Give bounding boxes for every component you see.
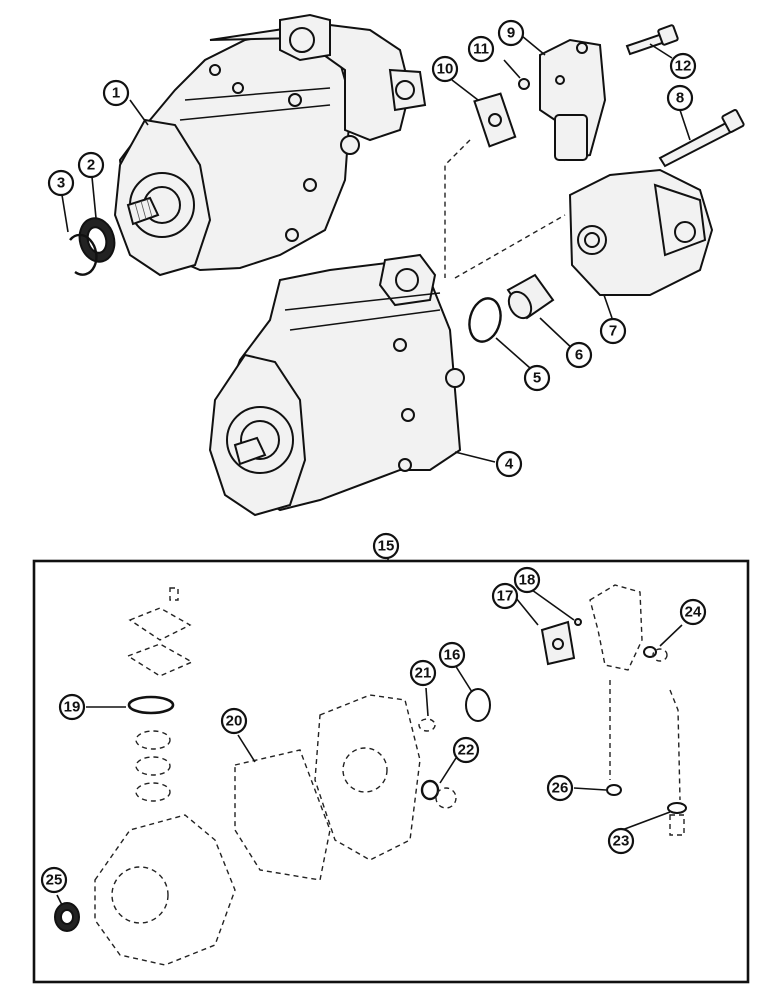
callout-22-label: 22 (458, 742, 475, 759)
callout-10: 10 (431, 55, 459, 83)
callout-7-label: 7 (609, 323, 617, 340)
callout-1: 1 (102, 79, 130, 107)
long-bolt (658, 109, 745, 168)
callout-25: 25 (40, 866, 68, 894)
leader-18 (531, 589, 575, 621)
leader-26 (573, 787, 607, 791)
leader-2 (91, 176, 97, 219)
leader-23 (621, 811, 671, 831)
callout-15: 15 (372, 532, 400, 560)
callout-17: 17 (491, 582, 519, 610)
callout-2-label: 2 (87, 157, 95, 174)
leader-4 (454, 451, 496, 463)
leader-24 (659, 624, 683, 647)
callout-6: 6 (565, 341, 593, 369)
pump-o-ring (468, 297, 502, 343)
callout-22: 22 (452, 736, 480, 764)
callout-23: 23 (607, 827, 635, 855)
callout-20: 20 (220, 707, 248, 735)
callout-21-label: 21 (415, 665, 432, 682)
callout-3-label: 3 (57, 175, 65, 192)
leader-5 (495, 337, 531, 369)
valve-o-ring (518, 78, 530, 90)
callout-24: 24 (679, 598, 707, 626)
callout-24-label: 24 (685, 604, 702, 621)
callout-4-label: 4 (505, 456, 514, 473)
callout-2: 2 (77, 151, 105, 179)
callout-21: 21 (409, 659, 437, 687)
callout-8: 8 (666, 84, 694, 112)
snap-ring (69, 233, 98, 276)
callout-15-label: 15 (378, 538, 395, 555)
callout-5: 5 (523, 364, 551, 392)
pump-assembly-lower (208, 253, 465, 517)
leader-3 (61, 194, 69, 233)
callout-26-label: 26 (552, 780, 569, 797)
leader-17 (515, 597, 539, 626)
callout-7: 7 (599, 317, 627, 345)
callout-23-label: 23 (613, 833, 630, 850)
callout-26: 26 (546, 774, 574, 802)
callout-4: 4 (495, 450, 523, 478)
pump-assembly-upper (113, 13, 427, 277)
callout-9-label: 9 (507, 25, 515, 42)
callout-9: 9 (497, 19, 525, 47)
callout-5-label: 5 (533, 370, 541, 387)
callout-11-label: 11 (473, 41, 489, 58)
callout-16-label: 16 (444, 647, 461, 664)
callout-19-label: 19 (64, 699, 81, 716)
callout-3: 3 (47, 169, 75, 197)
short-bolt (625, 24, 679, 56)
leader-11 (503, 59, 521, 79)
coupling (506, 273, 555, 320)
callout-8-label: 8 (676, 90, 684, 107)
leader-16 (454, 664, 473, 693)
valve-gasket (473, 92, 517, 148)
leader-7 (603, 294, 613, 319)
control-valve (539, 38, 607, 162)
leader-20 (237, 734, 256, 763)
callout-16: 16 (438, 641, 466, 669)
leader-25 (56, 894, 63, 906)
callout-12-label: 12 (675, 58, 692, 75)
callout-17-label: 17 (497, 588, 514, 605)
gear-pump (568, 168, 714, 296)
callout-18-label: 18 (519, 572, 536, 589)
leader-22 (439, 757, 457, 784)
leader-9 (521, 35, 546, 56)
callout-18: 18 (513, 566, 541, 594)
callout-12: 12 (669, 52, 697, 80)
callout-10-label: 10 (437, 61, 454, 78)
shaft-seal (78, 217, 116, 263)
callout-20-label: 20 (226, 713, 243, 730)
callout-11: 11 (467, 35, 495, 63)
leader-8 (679, 109, 691, 141)
leader-12 (649, 43, 673, 59)
callout-25-label: 25 (46, 872, 63, 889)
callout-19: 19 (58, 693, 86, 721)
inset-seal-kit-parts (54, 584, 687, 966)
callout-1-label: 1 (112, 85, 120, 102)
leader-1 (129, 99, 149, 126)
callout-6-label: 6 (575, 347, 583, 364)
kit-inset-frame (32, 559, 750, 984)
leader-21 (425, 687, 429, 717)
leader-10 (451, 79, 479, 101)
